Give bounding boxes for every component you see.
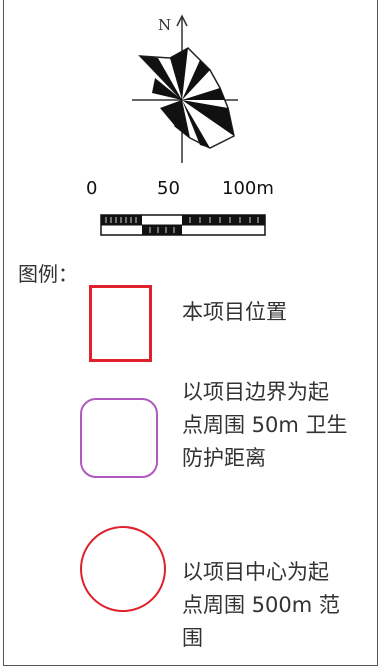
legend-title: 图例： — [18, 262, 78, 286]
scale-labels: 0 50 100m — [0, 178, 383, 204]
legend-line: 点周围 500m 范 — [182, 593, 340, 617]
legend-line: 防护距离 — [182, 446, 266, 470]
legend-line: 点周围 50m 卫生 — [182, 413, 348, 437]
legend-line: 围 — [182, 626, 203, 650]
scale-label-50: 50 — [157, 178, 180, 199]
legend-text-health-protection-50m: 以项目边界为起 点周围 50m 卫生 防护距离 — [182, 376, 348, 475]
legend-symbol-range-500m — [80, 526, 166, 612]
scale-label-100m: 100m — [222, 178, 274, 199]
legend-text-range-500m: 以项目中心为起 点周围 500m 范 围 — [182, 556, 340, 655]
legend-line: 以项目中心为起 — [182, 560, 329, 584]
legend-text-project-location: 本项目位置 — [182, 296, 287, 329]
legend-line: 以项目边界为起 — [182, 380, 329, 404]
scale-bar — [100, 214, 266, 236]
legend-symbol-health-protection-50m — [80, 398, 158, 478]
scale-label-0: 0 — [86, 178, 98, 199]
legend-symbol-project-location — [89, 285, 152, 362]
compass-wind-rose-icon: N — [132, 14, 238, 163]
map-legend-frame — [3, 0, 378, 666]
legend-line: 本项目位置 — [182, 300, 287, 324]
north-label: N — [158, 16, 171, 34]
